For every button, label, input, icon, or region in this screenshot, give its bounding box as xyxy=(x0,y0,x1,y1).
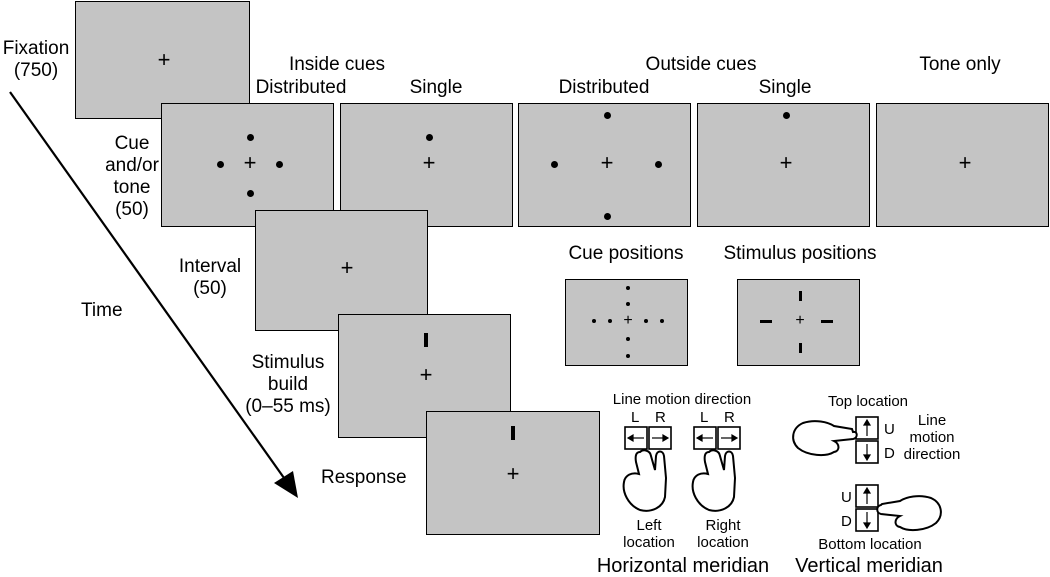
cue-positions-screen: + xyxy=(565,279,688,366)
hand-bottom xyxy=(876,495,942,532)
fixation-cross: + xyxy=(422,150,436,175)
fixation-label: Fixation(750) xyxy=(2,38,70,81)
stimulus-line xyxy=(511,426,515,440)
cue-position-dot xyxy=(644,319,648,323)
cue-dot xyxy=(246,133,254,141)
cue-screen-inside-distributed: + xyxy=(161,103,334,227)
bottom-location-label: Bottom location xyxy=(818,536,922,553)
stimulus-position-top xyxy=(798,291,802,301)
cue-position-dot xyxy=(626,286,630,290)
key-u-top: U xyxy=(884,421,895,438)
hand-left xyxy=(622,449,668,512)
vertical-meridian-caption: Vertical meridian xyxy=(795,555,943,577)
fixation-cross: + xyxy=(506,461,520,486)
vertical-direction-label: Line motion direction xyxy=(903,412,961,463)
response-screen: + xyxy=(426,411,600,535)
cue-dot xyxy=(603,212,611,220)
inside-cues-label: Inside cues xyxy=(288,54,386,75)
cue-position-dot xyxy=(626,337,630,341)
cue-dot xyxy=(782,111,790,119)
fixation-cross: + xyxy=(243,150,257,175)
outside-single-label: Single xyxy=(758,77,812,98)
key-d-top: D xyxy=(884,445,895,462)
fixation-cross: + xyxy=(340,255,354,280)
fixation-cross: + xyxy=(958,150,972,175)
fixation-screen: + xyxy=(75,1,250,119)
interval-label: Interval(50) xyxy=(178,256,242,299)
time-label: Time xyxy=(81,300,123,321)
time-arrow-head xyxy=(274,471,298,498)
cue-dot xyxy=(275,160,283,168)
cue-position-dot xyxy=(660,319,664,323)
outside-distributed-label: Distributed xyxy=(558,77,650,98)
fixation-cross: + xyxy=(779,150,793,175)
cue-dot xyxy=(550,160,558,168)
key-d-bottom: D xyxy=(841,513,852,530)
cue-screen-tone-only: + xyxy=(876,103,1049,227)
hand-right xyxy=(691,449,737,512)
fixation-cross: + xyxy=(623,312,633,329)
key-r-right: R xyxy=(724,409,735,426)
inside-single-label: Single xyxy=(409,77,463,98)
stimulus-positions-label: Stimulus positions xyxy=(723,243,877,264)
stimulus-line xyxy=(424,333,428,347)
key-r-left: R xyxy=(655,409,666,426)
key-l-right: L xyxy=(700,409,709,426)
cue-positions-label: Cue positions xyxy=(568,243,684,264)
cue-position-dot xyxy=(626,354,630,358)
stimulus-position-left xyxy=(760,319,772,323)
fixation-cross: + xyxy=(795,312,805,329)
cue-dot xyxy=(216,160,224,168)
stimulus-position-bottom xyxy=(798,343,802,353)
cue-screen-inside-single: + xyxy=(340,103,513,227)
fixation-cross: + xyxy=(157,47,171,72)
fixation-cross: + xyxy=(600,150,614,175)
stimulus-position-right xyxy=(821,319,833,323)
stimulus-positions-screen: + xyxy=(737,279,860,366)
cue-dot xyxy=(654,160,662,168)
hand-top xyxy=(792,420,858,457)
tone-only-label: Tone only xyxy=(919,54,1001,75)
response-label: Response xyxy=(321,467,407,488)
cue-dot xyxy=(603,111,611,119)
cue-position-dot xyxy=(626,302,630,306)
key-u-bottom: U xyxy=(841,489,852,506)
time-arrow-line xyxy=(9,91,290,486)
cue-dot xyxy=(246,189,254,197)
cue-position-dot xyxy=(592,319,596,323)
outside-cues-label: Outside cues xyxy=(645,54,757,75)
line-motion-direction-label: Line motion direction xyxy=(612,391,752,408)
inside-distributed-label: Distributed xyxy=(255,77,347,98)
interval-screen: + xyxy=(255,210,428,331)
key-l-left: L xyxy=(631,409,640,426)
cue-position-dot xyxy=(608,319,612,323)
horizontal-meridian-caption: Horizontal meridian xyxy=(596,555,770,577)
fixation-cross: + xyxy=(419,362,433,387)
top-location-label: Top location xyxy=(827,393,909,410)
cue-screen-outside-distributed: + xyxy=(518,103,691,227)
cue-dot xyxy=(425,133,433,141)
cue-screen-outside-single: + xyxy=(697,103,870,227)
